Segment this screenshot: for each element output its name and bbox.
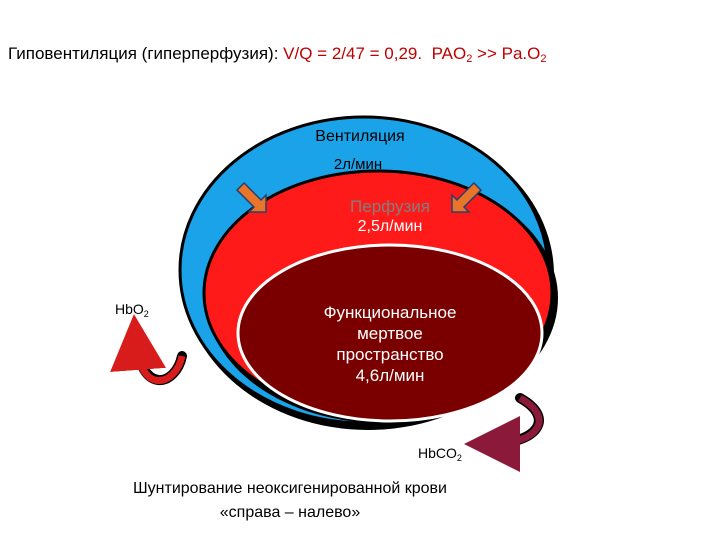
hbco2-sub: 2 bbox=[456, 453, 462, 463]
dead-space-label: Функциональное мертвое пространство 4,6л… bbox=[292, 302, 488, 386]
hbo2-label: HbO2 bbox=[115, 301, 149, 319]
title-pao2: PAO bbox=[431, 44, 467, 63]
dead-space-line2: мертвое bbox=[357, 324, 423, 343]
dead-space-value: 4,6л/мин bbox=[355, 366, 425, 385]
shunt-line2: «справа – налево» bbox=[219, 504, 361, 521]
title-vq-expression: = 2/47 = 0,29. bbox=[312, 44, 423, 63]
title-pao2b-sub: 2 bbox=[540, 53, 547, 65]
title-prefix: Гиповентиляция (гиперперфузия): bbox=[8, 44, 284, 63]
perfusion-label: Перфузия bbox=[350, 197, 430, 216]
dead-space-line3: пространство bbox=[336, 345, 444, 364]
ventilation-arrow-right bbox=[451, 181, 483, 213]
slide-title: Гиповентиляция (гиперперфузия): V/Q = 2/… bbox=[8, 44, 547, 65]
title-pao2-sub: 2 bbox=[466, 53, 473, 65]
shunt-line1: Шунтирование неоксигенированной крови bbox=[132, 480, 447, 497]
dead-space-ellipse bbox=[236, 243, 544, 423]
dead-space-line1: Функциональное bbox=[323, 303, 457, 322]
ventilation-label: Вентиляция bbox=[315, 128, 405, 145]
title-comparison: >> Pa.O bbox=[472, 44, 541, 63]
ventilation-arrow-left bbox=[235, 181, 267, 213]
hbo2-main: HbO bbox=[115, 301, 144, 317]
hbo2-arrow-body bbox=[110, 314, 186, 384]
perfusion-value: 2,5л/мин bbox=[357, 218, 423, 235]
ventilation-value: 2л/мин bbox=[333, 156, 383, 173]
hbco2-arrow-body bbox=[464, 394, 543, 472]
hbo2-sub: 2 bbox=[143, 309, 149, 319]
shunt-caption: Шунтирование неоксигенированной крови «с… bbox=[70, 477, 510, 525]
hbco2-main: HbCO bbox=[418, 445, 457, 461]
hbco2-label: HbCO2 bbox=[418, 445, 462, 463]
title-vq-label: V/Q bbox=[283, 44, 313, 63]
